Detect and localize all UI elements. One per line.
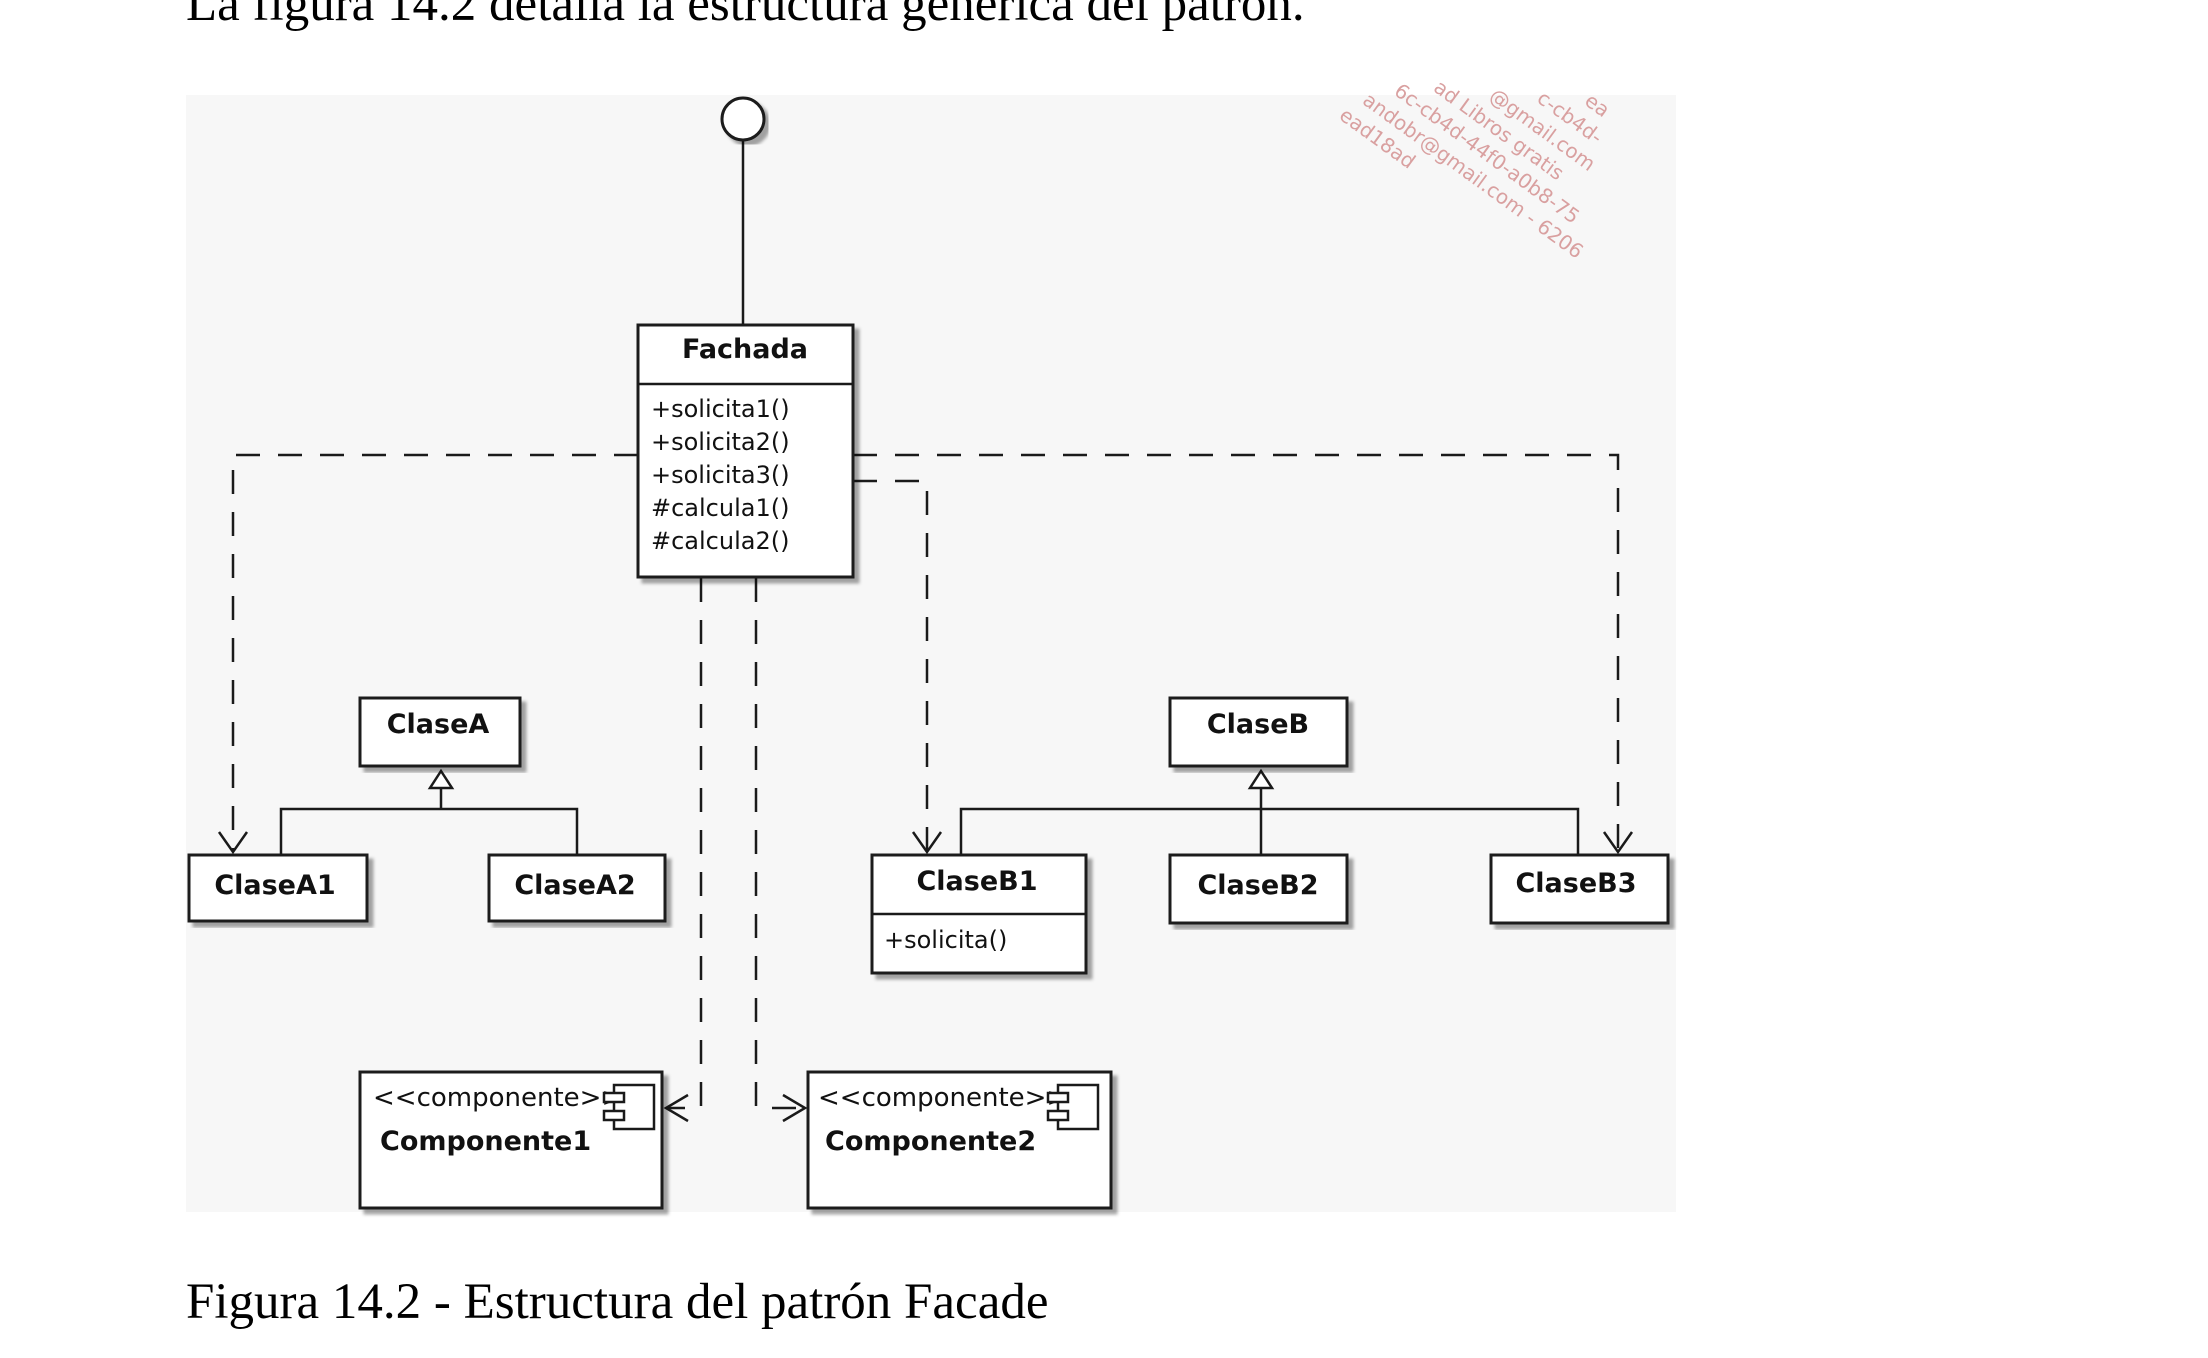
watermark: ead18ad andobr@gmail.com - 6206 6c-cb4d-… [1335, 75, 1614, 264]
component-name: Componente1 [380, 1126, 591, 1157]
operation: #calcula2() [651, 527, 789, 555]
class-clasea1: ClaseA1 [187, 853, 369, 923]
component-stereotype: <<componente>> [373, 1083, 623, 1113]
component-icon [602, 1083, 656, 1131]
class-name: ClaseB [1207, 709, 1309, 740]
class-claseb: ClaseB [1168, 696, 1349, 768]
generalization-claseb [959, 768, 1580, 855]
component-icon [1046, 1083, 1100, 1131]
operation: +solicita2() [651, 428, 790, 456]
interface-lollipop [720, 96, 766, 325]
component-stereotype: <<componente>> [818, 1083, 1068, 1113]
class-name: Fachada [682, 334, 808, 365]
dependency-to-clasea1 [231, 453, 638, 850]
class-name: ClaseB3 [1515, 868, 1636, 899]
class-claseb1: ClaseB1 +solicita() [870, 853, 1088, 975]
class-claseb3: ClaseB3 [1489, 853, 1670, 925]
operation: +solicita() [884, 926, 1007, 954]
operation: #calcula1() [651, 494, 789, 522]
class-name: ClaseB1 [916, 866, 1037, 897]
dependency-to-claseb3 [853, 453, 1620, 850]
intro-text: La figura 14.2 detalla la estructura gen… [186, 0, 1305, 32]
class-name: ClaseB2 [1197, 870, 1318, 901]
class-clasea2: ClaseA2 [487, 853, 667, 923]
dependency-arrows [217, 453, 1634, 1123]
generalization-clasea [279, 768, 579, 855]
figure-caption: Figura 14.2 - Estructura del patrón Faca… [186, 1274, 1049, 1330]
class-name: ClaseA1 [214, 870, 335, 901]
component-name: Componente2 [825, 1126, 1036, 1157]
dependency-to-componente1 [668, 578, 703, 1110]
class-clasea: ClaseA [358, 696, 522, 768]
operation: +solicita3() [651, 461, 790, 489]
dependency-to-componente2 [754, 578, 803, 1110]
component-componente1: <<componente>> Componente1 [358, 1070, 664, 1210]
class-fachada: Fachada +solicita1() +solicita2() +solic… [636, 323, 855, 579]
component-componente2: <<componente>> Componente2 [806, 1070, 1113, 1210]
operation: +solicita1() [651, 395, 790, 423]
class-name: ClaseA2 [514, 870, 635, 901]
class-claseb2: ClaseB2 [1168, 853, 1349, 925]
class-name: ClaseA [387, 709, 490, 740]
diagram-panel [186, 95, 1676, 1212]
